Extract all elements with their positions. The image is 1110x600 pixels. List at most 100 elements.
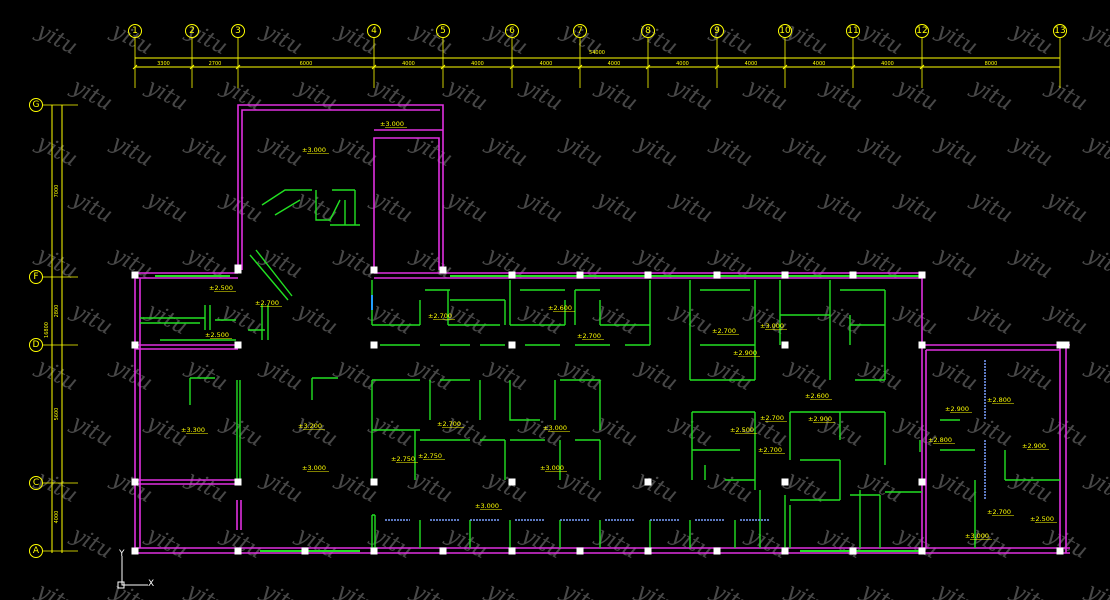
watermark-text: yitu <box>891 298 941 340</box>
elevation-mark: ±3.000 <box>475 502 499 510</box>
elevation-mark: ±2.700 <box>428 312 452 320</box>
ucs-x-label: X <box>148 579 154 589</box>
row-grid-label: D <box>33 340 40 350</box>
watermark-text: yitu <box>331 354 381 396</box>
structural-column <box>508 478 516 486</box>
structural-column <box>849 271 857 279</box>
elevation-mark: ±2.800 <box>928 436 952 444</box>
watermark-text: yitu <box>706 354 756 396</box>
watermark-text: yitu <box>931 242 981 284</box>
watermark-text: yitu <box>1081 466 1110 508</box>
watermark-text: yitu <box>556 354 606 396</box>
watermark-text: yitu <box>141 74 191 116</box>
watermark-text: yitu <box>741 298 791 340</box>
elevation-mark: ±2.900 <box>945 405 969 413</box>
watermark-text: yitu <box>141 298 191 340</box>
watermark-text: yitu <box>31 18 81 60</box>
row-grid-bubble <box>29 476 43 490</box>
elevation-mark: ±2.750 <box>418 452 442 460</box>
watermark-text: yitu <box>406 466 456 508</box>
watermark-text: yitu <box>1041 298 1091 340</box>
column-grid-bubble <box>128 24 142 38</box>
elevation-mark: ±3.000 <box>540 464 564 472</box>
watermark-text: yitu <box>1081 130 1110 172</box>
watermark-text: yitu <box>141 522 191 564</box>
watermark-text: yitu <box>966 410 1016 452</box>
watermark-text: yitu <box>256 18 306 60</box>
ucs-icon: Y X <box>117 549 154 589</box>
watermark-text: yitu <box>106 130 156 172</box>
watermark-text: yitu <box>741 74 791 116</box>
elevation-mark: ±3.000 <box>543 424 567 432</box>
column-grid-label: 1 <box>132 26 138 36</box>
column-dimension: 6000 <box>300 61 313 67</box>
column-grid-bubble <box>185 24 199 38</box>
column-grid-bubble <box>231 24 245 38</box>
watermark-text: yitu <box>1081 18 1110 60</box>
elevation-mark: ±2.700 <box>758 446 782 454</box>
column-grid-label: 8 <box>645 26 651 36</box>
structural-column <box>370 478 378 486</box>
structural-column <box>713 271 721 279</box>
watermark-text: yitu <box>481 578 531 600</box>
row-total-dimension: 16800 <box>44 322 50 338</box>
watermark-text: yitu <box>291 298 341 340</box>
watermark-text: yitu <box>1006 354 1056 396</box>
structural-column <box>131 478 139 486</box>
structural-column <box>508 341 516 349</box>
watermark-text: yitu <box>856 18 906 60</box>
structural-column <box>234 478 242 486</box>
structural-column <box>576 271 584 279</box>
watermark-text: yitu <box>66 186 116 228</box>
watermark-text: yitu <box>666 74 716 116</box>
wall-openings <box>155 275 920 552</box>
row-grid-bubble <box>29 98 43 112</box>
watermark-text: yitu <box>591 186 641 228</box>
structural-column <box>781 271 789 279</box>
elevation-mark: ±2.800 <box>987 396 1011 404</box>
row-dimension: 7000 <box>54 185 60 198</box>
watermark-text: yitu <box>631 18 681 60</box>
column-grid-label: 13 <box>1054 26 1065 36</box>
structural-column <box>644 271 652 279</box>
watermark-text: yitu <box>816 74 866 116</box>
column-dimension: 2700 <box>209 61 222 67</box>
elevation-mark: ±2.900 <box>733 349 757 357</box>
watermark-text: yitu <box>556 130 606 172</box>
elevation-mark: ±2.700 <box>437 420 461 428</box>
structural-column <box>439 547 447 555</box>
watermark-text: yitu <box>441 186 491 228</box>
watermark-text: yitu <box>256 578 306 600</box>
watermark-text: yitu <box>181 130 231 172</box>
watermark-text: yitu <box>256 242 306 284</box>
watermark-text: yitu <box>631 354 681 396</box>
column-grid-label: 7 <box>577 26 583 36</box>
watermark-text: yitu <box>1006 242 1056 284</box>
structural-column <box>1056 341 1064 349</box>
column-grid-bubble <box>505 24 519 38</box>
interior-partitions <box>140 189 1060 548</box>
watermark-text: yitu <box>291 522 341 564</box>
structural-column <box>370 547 378 555</box>
watermark-text: yitu <box>781 354 831 396</box>
watermark-text: yitu <box>891 74 941 116</box>
watermark-text: yitu <box>666 298 716 340</box>
watermark-text: yitu <box>1081 578 1110 600</box>
structural-column <box>234 341 242 349</box>
column-total-dimension: 54000 <box>589 50 605 56</box>
column-dimension: 4000 <box>676 61 689 67</box>
watermark-text: yitu <box>66 410 116 452</box>
watermark-text: yitu <box>256 466 306 508</box>
watermark-text: yitu <box>781 18 831 60</box>
column-dimension: 4000 <box>881 61 894 67</box>
elevation-mark: ±2.500 <box>730 426 754 434</box>
structural-column <box>131 547 139 555</box>
structural-column <box>370 341 378 349</box>
row-grid-bubble <box>29 338 43 352</box>
column-dimension: 4000 <box>813 61 826 67</box>
watermark-text: yitu <box>406 18 456 60</box>
watermark-text: yitu <box>666 522 716 564</box>
column-dimension: 4000 <box>540 61 553 67</box>
watermark-text: yitu <box>631 130 681 172</box>
column-grid-bubble <box>710 24 724 38</box>
